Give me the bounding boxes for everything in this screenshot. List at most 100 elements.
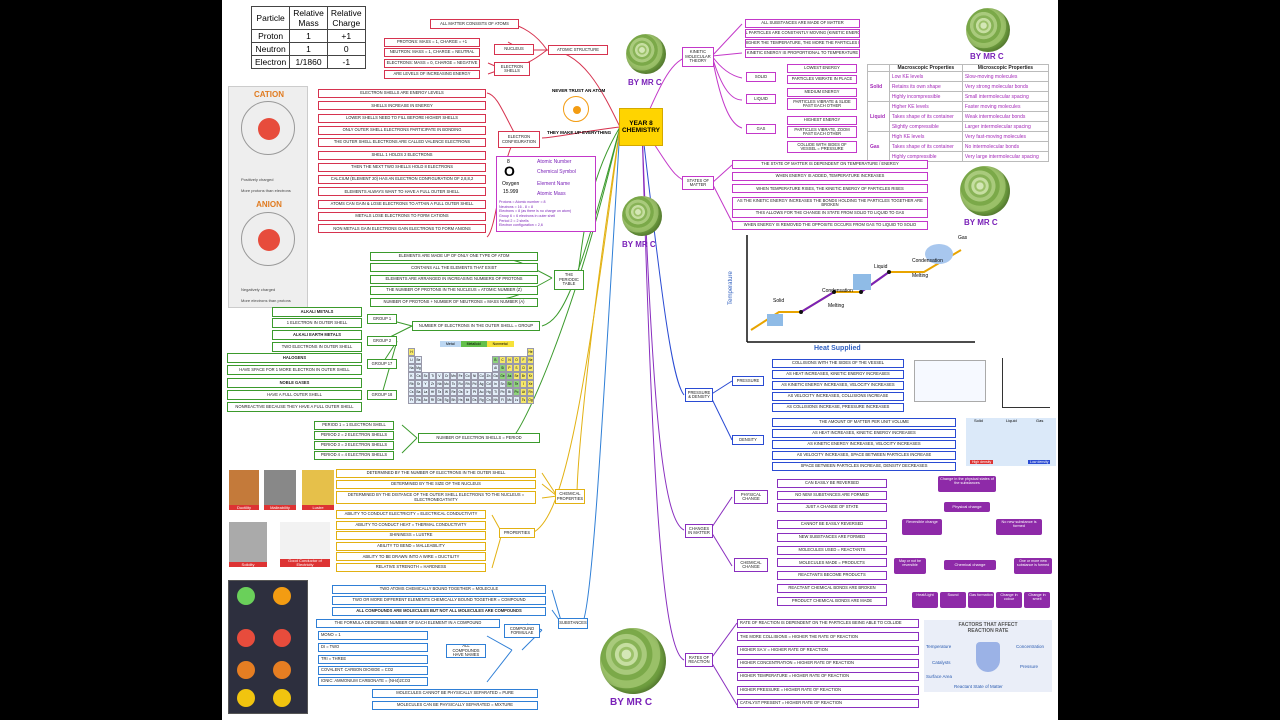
element-cell: Ts <box>520 396 527 404</box>
element-cell: At <box>520 388 527 396</box>
states-item: WHEN TEMPERATURE RISES, THE KINETIC ENER… <box>732 184 928 194</box>
byline: BY MR C <box>622 240 656 249</box>
density-node: DENSITY <box>732 435 764 445</box>
macro-cell: Highly incompressible <box>888 91 963 102</box>
levels-node: ARE LEVELS OF INCREASING ENERGY <box>384 70 480 79</box>
states-item: THE STATE OF MATTER IS DEPENDENT ON TEMP… <box>732 160 928 169</box>
element-cell: Kr <box>527 372 534 380</box>
element-cell: B <box>492 356 499 364</box>
element-cell <box>471 356 478 364</box>
element-cell <box>457 364 464 372</box>
element-cell: Og <box>527 396 534 404</box>
gas-2: PARTICLES VIBRATE, ZOOM PAST EACH OTHER <box>787 126 857 138</box>
element-cell: Sn <box>499 380 506 388</box>
element-cell: H <box>408 348 415 356</box>
pressure-density-hub: PRESSURE & DENSITY <box>685 388 713 402</box>
cc-kid: Sound <box>940 592 966 608</box>
element-cell: Ir <box>464 388 471 396</box>
element-cell: Cu <box>478 372 485 380</box>
rates-item: HIGHER PRESSURE = HIGHER RATE OF REACTIO… <box>737 685 919 695</box>
element-cell <box>520 348 527 356</box>
periodic-item: ELEMENTS ARE ARRANGED IN INCREASING NUMB… <box>370 274 538 284</box>
label-condensation: Condensation <box>822 288 853 294</box>
element-cell <box>415 348 422 356</box>
element-cell <box>499 348 506 356</box>
period-4: PERIOD 4 = 4 ELECTRON SHELLS <box>314 451 394 460</box>
element-cell <box>450 356 457 364</box>
malleability-image: Malleability <box>264 470 296 510</box>
kinetic-1: ALL SUBSTANCES ARE MADE OF MATTER <box>745 19 860 28</box>
electrons-node: ELECTRONS: MASS = 0, CHARGE = NEGATIVE <box>384 59 480 68</box>
periodic-item: ELEMENTS ARE MADE UP OF ONLY ONE TYPE OF… <box>370 252 538 261</box>
electron-config-item: THEN THE NEXT TWO SHELLS HOLD 8 ELECTRON… <box>318 162 486 172</box>
label-liquid: Liquid <box>874 264 888 270</box>
micro-cell: Faster moving molecules <box>961 101 1050 112</box>
element-cell <box>436 364 443 372</box>
electron-config-item: ONLY OUTER SHELL ELECTRONS PARTICIPATE I… <box>318 125 486 135</box>
kinetic-2: ALL PARTICLES ARE CONSTANTLY MOVING (KIN… <box>745 29 860 38</box>
density-solid-label: Solid <box>974 418 983 423</box>
legend-metal: Metal <box>440 341 461 347</box>
atomic-structure-hub: ATOMIC STRUCTURE <box>548 45 608 55</box>
electron-config-item: LOWER SHELLS NEED TO FILL BEFORE HIGHER … <box>318 113 486 123</box>
names-3: COVALENT: CARBON DIOXIDE = CO2 <box>318 666 428 675</box>
group1-a: ALKALI METALS <box>272 307 362 317</box>
micro-cell: Very strong molecular bonds <box>961 81 1050 92</box>
cc-right: One or more new substance is formed <box>1014 558 1052 574</box>
element-cell: K <box>408 372 415 380</box>
element-cell: In <box>492 380 499 388</box>
pressure-item: AS VELOCITY INCREASES, COLLISIONS INCREA… <box>772 392 904 401</box>
electron-config-item: METALS LOSE ELECTRONS TO FORM CATIONS <box>318 212 486 221</box>
chem-prop-2: DETERMINED BY THE SIZE OF THE NUCLEUS <box>336 480 536 489</box>
cation-note-2: More protons than electrons <box>241 188 291 193</box>
element-cell: Mg <box>415 364 422 372</box>
fact: Electrons = 8 (as there is no charge on … <box>499 209 572 214</box>
element-cell: Tl <box>492 388 499 396</box>
element-cell: F <box>520 356 527 364</box>
chemical-item: REACTANT CHEMICAL BONDS ARE BROKEN <box>777 584 887 593</box>
chemical-change-hub: CHEMICAL CHANGE <box>734 558 768 572</box>
names-2: TRI = THREE <box>318 655 428 664</box>
cc-kid: Heat/Light <box>912 592 938 608</box>
element-cell: Ac <box>422 396 429 404</box>
image-label: Solidity <box>229 562 267 567</box>
anion-title: ANION <box>256 200 282 209</box>
bubble-logo <box>966 8 1010 52</box>
group2-label: GROUP 2 <box>367 336 397 346</box>
element-cell <box>429 356 436 364</box>
table-cell: 1 <box>289 42 328 56</box>
period-1: PERIOD 1 = 1 ELECTRON SHELL <box>314 421 394 430</box>
group17-a: HALOGENS <box>227 353 362 363</box>
element-cell <box>485 364 492 372</box>
group17-label: GROUP 17 <box>367 359 397 369</box>
group2-b: TWO ELECTRONS IN OUTER SHELL <box>272 342 362 352</box>
table-cell: 0 <box>326 42 366 56</box>
rates-item: HIGHER SA:V = HIGHER RATE OF REACTION <box>737 645 919 655</box>
they-make-up-text: THEY MAKE UP EVERYTHING <box>547 130 612 135</box>
table-cell: Neutron <box>250 42 291 56</box>
element-cell <box>443 364 450 372</box>
periodic-table-hub: THE PERIODIC TABLE <box>554 270 584 290</box>
molecules-card <box>228 580 308 714</box>
electron-config-item: SHELL 1 HOLDS 2 ELECTRONS <box>318 150 486 160</box>
factor-state: Reactant State of Matter <box>954 684 1003 689</box>
element-cell <box>429 348 436 356</box>
micro-cell: Very fast-moving molecules <box>961 131 1050 142</box>
state-label: Gas <box>867 131 890 162</box>
label-condensation-2: Condensation <box>912 258 943 264</box>
element-cell: Ds <box>471 396 478 404</box>
element-cell: Te <box>513 380 520 388</box>
flask-icon <box>976 642 1000 672</box>
image-label: Lustre <box>302 505 334 510</box>
micro-cell: Weak intermolecular bonds <box>961 111 1050 122</box>
chem-prop-3: DETERMINED BY THE DISTANCE OF THE OUTER … <box>336 491 536 504</box>
fact: Group 6 = 6 electrons in outer shell <box>499 214 556 219</box>
group18-b: HAVE A FULL OUTER SHELL <box>227 390 362 400</box>
pressure-table-image <box>914 360 986 402</box>
element-cell: Pt <box>471 388 478 396</box>
element-cell: Pb <box>499 388 506 396</box>
table-cell: 1/1860 <box>289 55 328 69</box>
period-rule: NUMBER OF ELECTRON SHELLS = PERIOD <box>418 433 540 443</box>
cc-mid: Chemical change <box>944 560 996 570</box>
label-chemical-symbol: Chemical Symbol <box>537 169 576 175</box>
